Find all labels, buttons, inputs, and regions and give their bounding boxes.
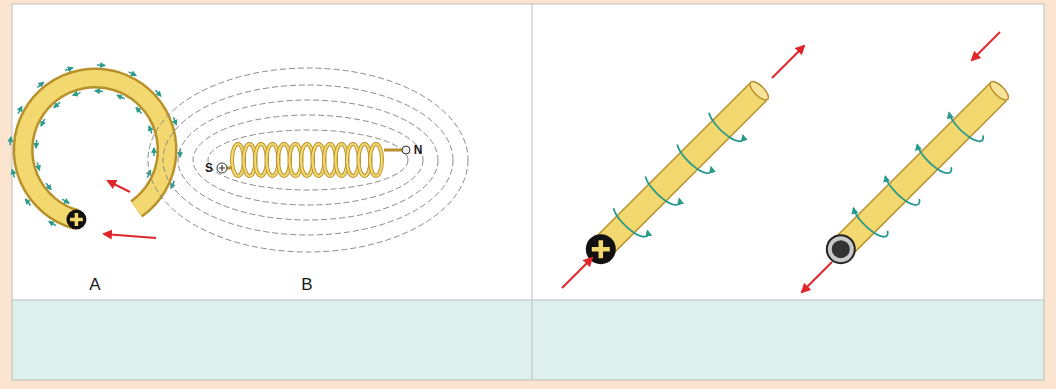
field-lines (148, 68, 468, 252)
bottom-row (12, 300, 1044, 380)
current-arrow (104, 181, 156, 238)
table-grid (12, 4, 1044, 380)
pole-label: S (205, 162, 213, 174)
straight-conductor (817, 73, 1019, 275)
pole-label: N (414, 144, 423, 156)
current-arrow (562, 32, 1000, 292)
solenoid (217, 144, 410, 176)
figure-label: A (89, 276, 100, 293)
top-row (12, 4, 1044, 300)
ring-conductor (10, 65, 180, 230)
straight-conductor (571, 72, 779, 280)
figure-label: B (301, 276, 312, 293)
